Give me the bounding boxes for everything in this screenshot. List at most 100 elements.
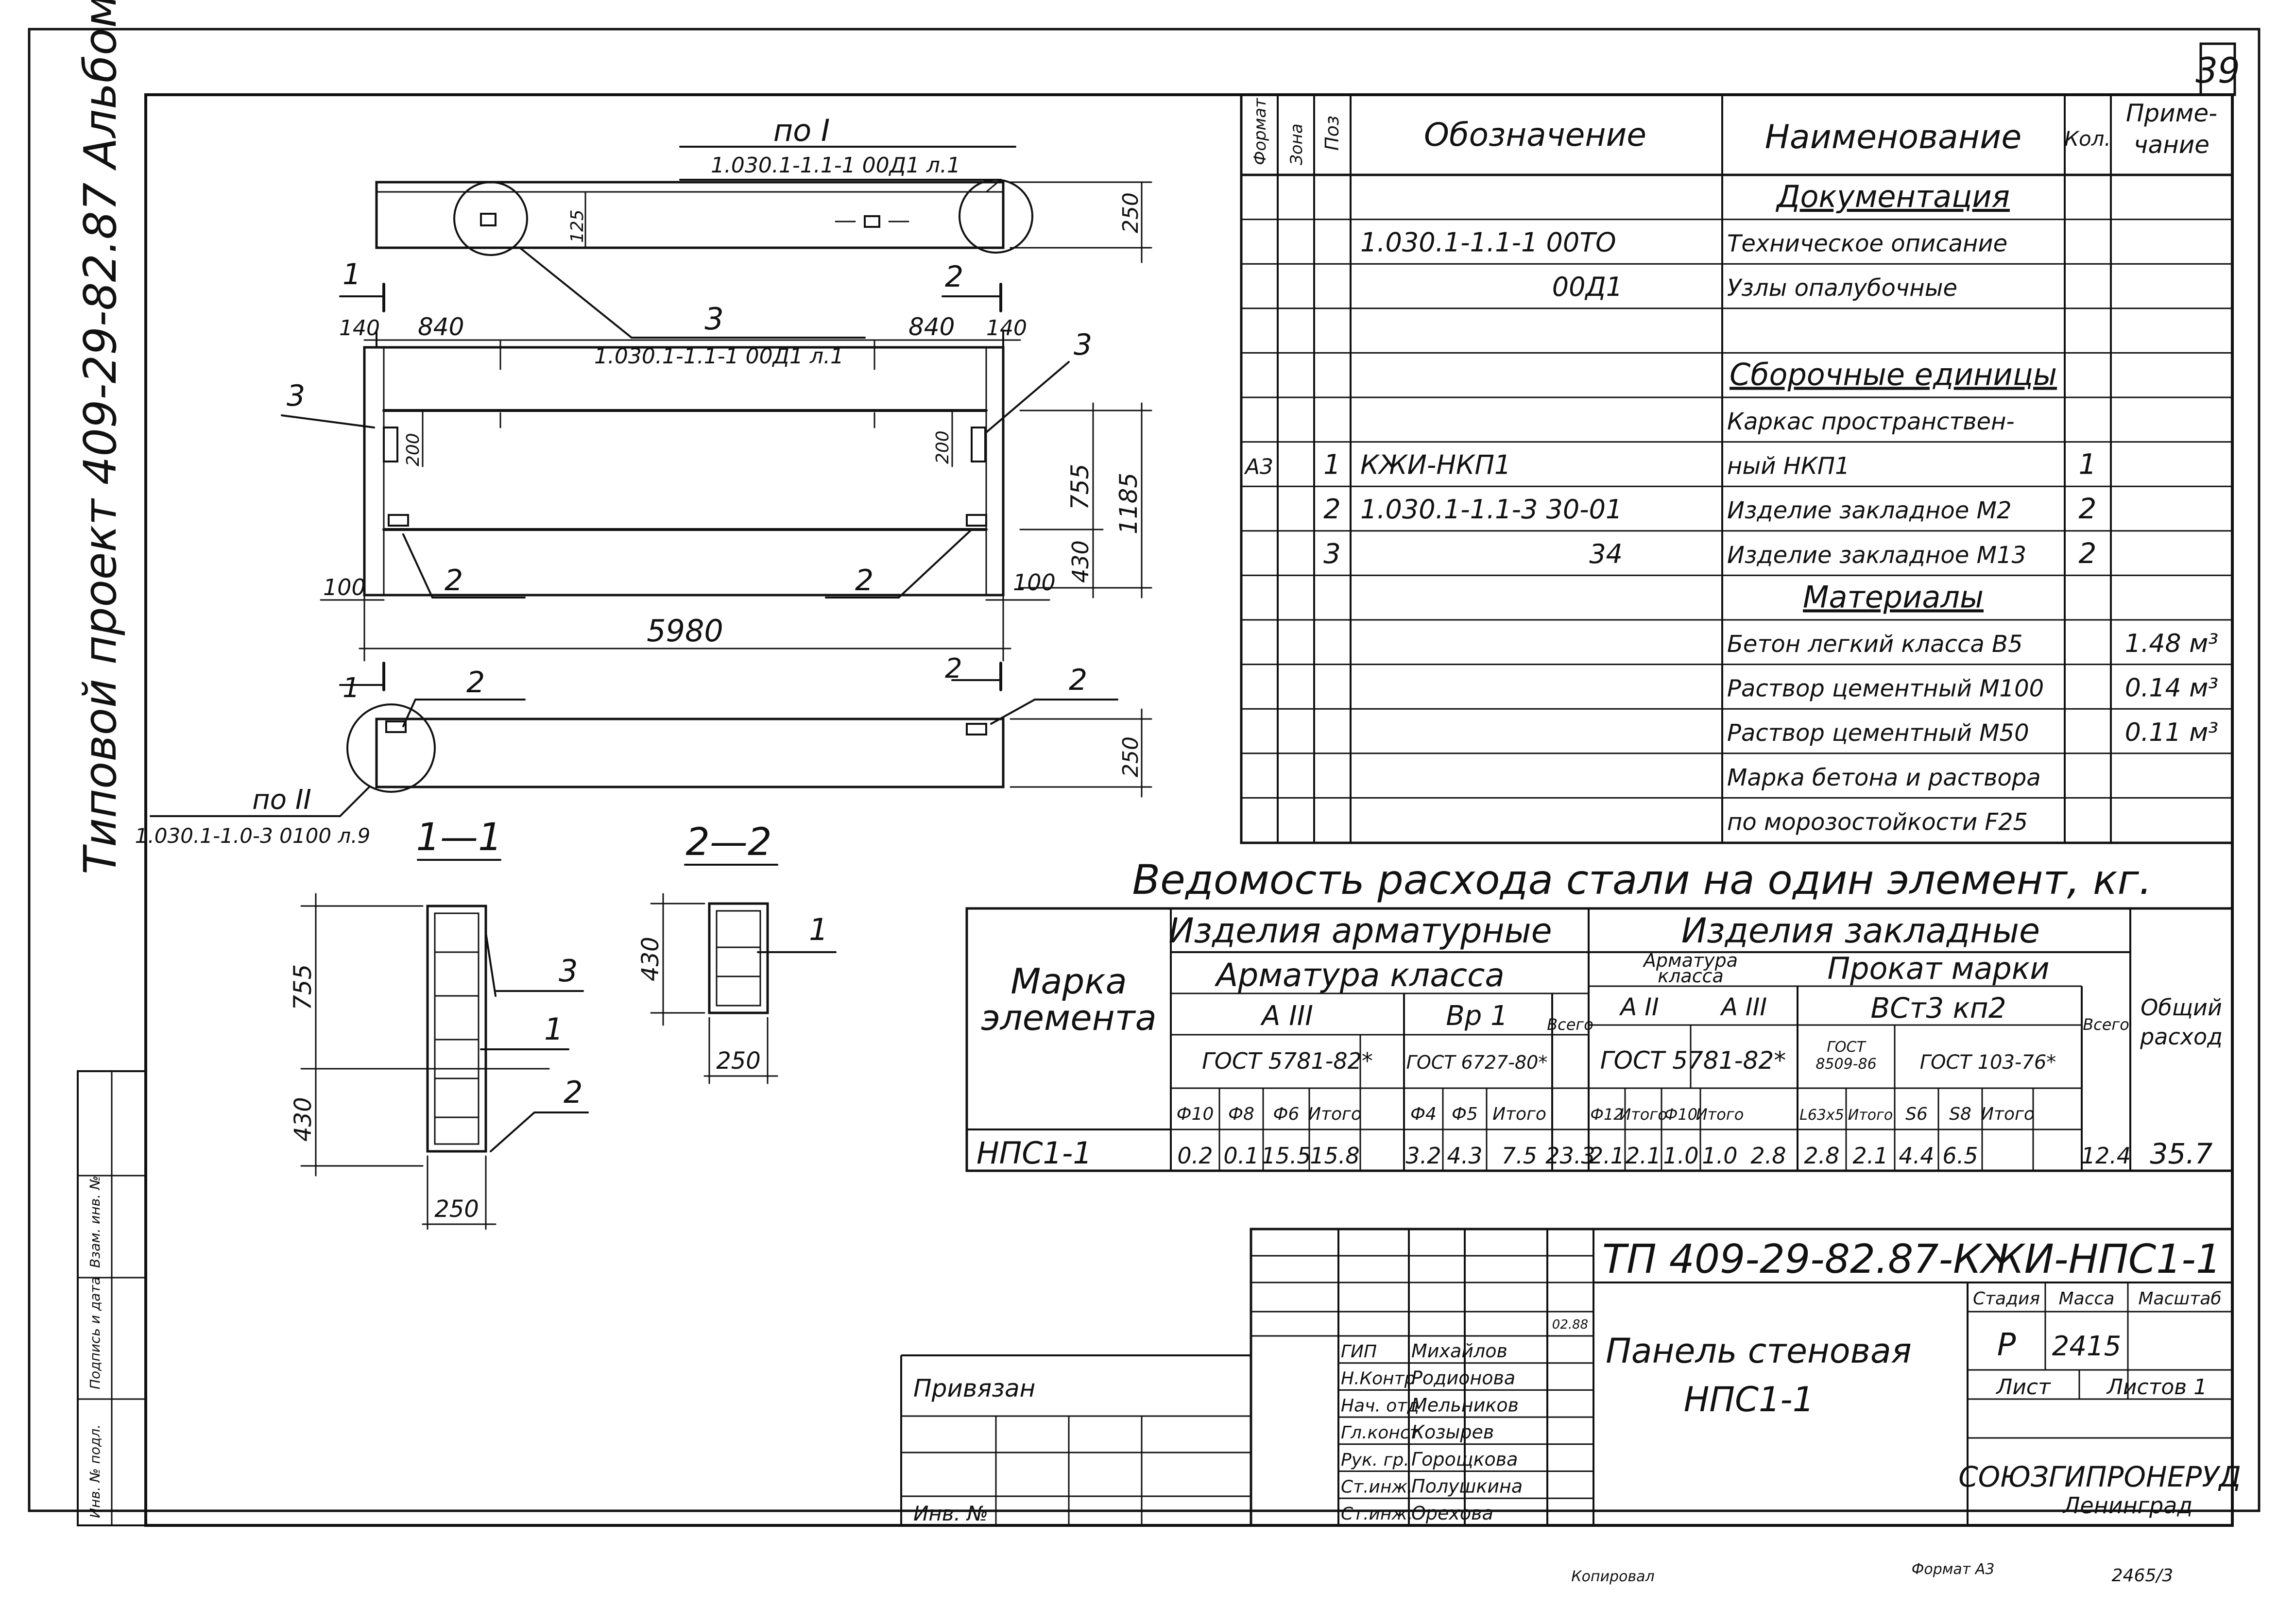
steel-row-value: 0.1 (1223, 1143, 1259, 1169)
front-view-panel (363, 346, 1005, 597)
steel-row-value: 2.1 (1852, 1143, 1888, 1169)
steel-row-value: 4.3 (1447, 1143, 1482, 1169)
spec-qty: 2 (2079, 492, 2097, 525)
steel-row-mark: НПС1-1 (976, 1135, 1092, 1171)
tb-city: Ленинград (2062, 1492, 2192, 1519)
steel-sub-header: Ф8 (1228, 1104, 1254, 1124)
spec-designation: 1.030.1-1.1-1 00ТО (1360, 227, 1616, 258)
steel-class-a3: А III (1260, 1000, 1313, 1032)
tb-role: Ст.инж. (1341, 1504, 1413, 1524)
dim-top-250: 250 (1118, 192, 1143, 233)
spec-name: Сборочные единицы (1730, 357, 2057, 392)
spec-pos: 3 (1323, 538, 1341, 570)
steel-row-value: 2.8 (1750, 1143, 1786, 1169)
steel-sub-header: Итого (1981, 1104, 2035, 1124)
tb-org: СОЮЗГИПРОНЕРУД (1958, 1460, 2241, 1493)
steel-gost-5781-a: ГОСТ 5781-82* (1202, 1048, 1373, 1074)
outer-frame (28, 28, 2261, 1512)
sec1-dim-755: 755 (289, 964, 317, 1010)
dim-100-right: 100 (1013, 569, 1056, 596)
steel-vsego-2: Всего (2083, 1015, 2129, 1034)
spec-name: Материалы (1803, 579, 1984, 615)
steel-sub-header: Ф5 (1452, 1104, 1478, 1124)
tb-role: Рук. гр. (1341, 1450, 1409, 1470)
steel-emb-a2: А II (1619, 993, 1659, 1021)
steel-row-value: 3.2 (1405, 1143, 1441, 1169)
pos-2-left: 2 (445, 564, 463, 598)
bottom-ref-title: по II (252, 784, 311, 816)
stamp-label-inv-orig: Инв. № подл. (87, 1424, 103, 1518)
top-embed-mid (864, 215, 880, 228)
sec2-outline (708, 902, 769, 1014)
steel-prokat: Прокат марки (1827, 951, 2049, 986)
spec-name: по морозостойкости F25 (1727, 808, 2028, 836)
steel-row-value: 6.5 (1942, 1143, 1978, 1169)
spec-h-pos: Поз (1321, 116, 1343, 151)
steel-row-value: 12.4 (2081, 1143, 2131, 1169)
steel-sub-header: Ф12 (1590, 1105, 1623, 1124)
dim-200-left: 200 (403, 433, 423, 466)
top-ref-title: по I (773, 113, 830, 148)
sec2-dim-250: 250 (716, 1047, 761, 1075)
pos-3-left: 3 (287, 379, 305, 413)
spec-designation: 34 (1589, 539, 1623, 569)
tb-stage: Р (1997, 1327, 2016, 1363)
spec-designation: КЖИ-НКП1 (1360, 450, 1511, 480)
bottom-pos-2c: 2 (945, 653, 962, 684)
steel-sub-header: Итого (1619, 1105, 1667, 1124)
title-block: Привязан Инв. № ТП 409-29-82.87-КЖИ-НПС1… (900, 1228, 2241, 1527)
sec1-dim-430: 430 (290, 1097, 317, 1142)
callout-3-num: 3 (704, 301, 723, 337)
steel-gost-5781-b: ГОСТ 5781-82* (1600, 1046, 1786, 1075)
steel-vsego-1: Всего (1547, 1015, 1593, 1034)
spec-name: Изделие закладное М13 (1727, 542, 2026, 569)
steel-row-value: 15.5 (1261, 1143, 1311, 1169)
dim-755: 755 (1066, 464, 1094, 510)
tb-inv: Инв. № (913, 1502, 988, 1525)
dim-5980: 5980 (647, 613, 723, 649)
sec1-pos-2: 2 (564, 1075, 582, 1110)
spec-name: Бетон легкий класса В5 (1727, 631, 2023, 658)
spec-name: Изделие закладное М2 (1727, 497, 2012, 524)
tb-mass: 2415 (2052, 1331, 2122, 1362)
tb-name-1: Панель стеновая (1606, 1331, 1912, 1371)
tb-code: ТП 409-29-82.87-КЖИ-НПС1-1 (1602, 1236, 2221, 1282)
tb-stage-h: Стадия (1973, 1289, 2040, 1309)
album-label: Типовой проект 409-29-82.87 Альбом 3 (74, 0, 126, 874)
steel-gost-103: ГОСТ 103-76* (1920, 1051, 2056, 1074)
spec-name: Узлы опалубочные (1727, 274, 1957, 302)
bottom-pos-2a: 2 (466, 666, 485, 700)
steel-emb-a3: А III (1720, 993, 1767, 1021)
steel-sub-header: Итого (1308, 1104, 1362, 1124)
panel-drawing: по I 1.030.1-1.1-1 00Д1 л.1 125 250 3 1.… (135, 113, 1152, 1230)
tb-role: Ст.инж. (1341, 1477, 1413, 1497)
tb-person: Горощкова (1411, 1449, 1518, 1470)
spec-format: А3 (1244, 455, 1273, 479)
tb-role: Н.Контр (1341, 1369, 1415, 1389)
dim-140-right: 140 (986, 316, 1027, 341)
top-view-panel (375, 181, 1005, 249)
tb-person: Родионова (1411, 1368, 1515, 1389)
steel-gost-6727: ГОСТ 6727-80* (1406, 1052, 1548, 1073)
dim-100-left: 100 (323, 574, 366, 600)
spec-h-note: Приме-чание (2126, 99, 2217, 159)
steel-sub-header: Ф10 (1664, 1105, 1697, 1124)
bottom-view-panel (375, 718, 1005, 788)
steel-row-value: 1.0 (1702, 1143, 1737, 1169)
dim-430: 430 (1067, 540, 1094, 583)
spec-designation: 00Д1 (1552, 272, 1623, 302)
steel-armature-class: Арматура класса (1214, 957, 1505, 994)
steel-group-embedded: Изделия закладные (1681, 911, 2040, 951)
steel-sub-header: Итого (1848, 1107, 1893, 1124)
steel-class-bp1: Вр 1 (1446, 1000, 1507, 1032)
bottom-pos-2b: 2 (1069, 663, 1087, 697)
sheet-number: 39 (2195, 50, 2240, 91)
tb-privyazan: Привязан (913, 1374, 1035, 1402)
steel-row-value: 15.8 (1310, 1143, 1359, 1169)
top-detail-circle-right (959, 179, 1033, 254)
spec-designation: 1.030.1-1.1-3 30-01 (1360, 494, 1622, 525)
tb-role: Гл.конст (1341, 1423, 1421, 1443)
